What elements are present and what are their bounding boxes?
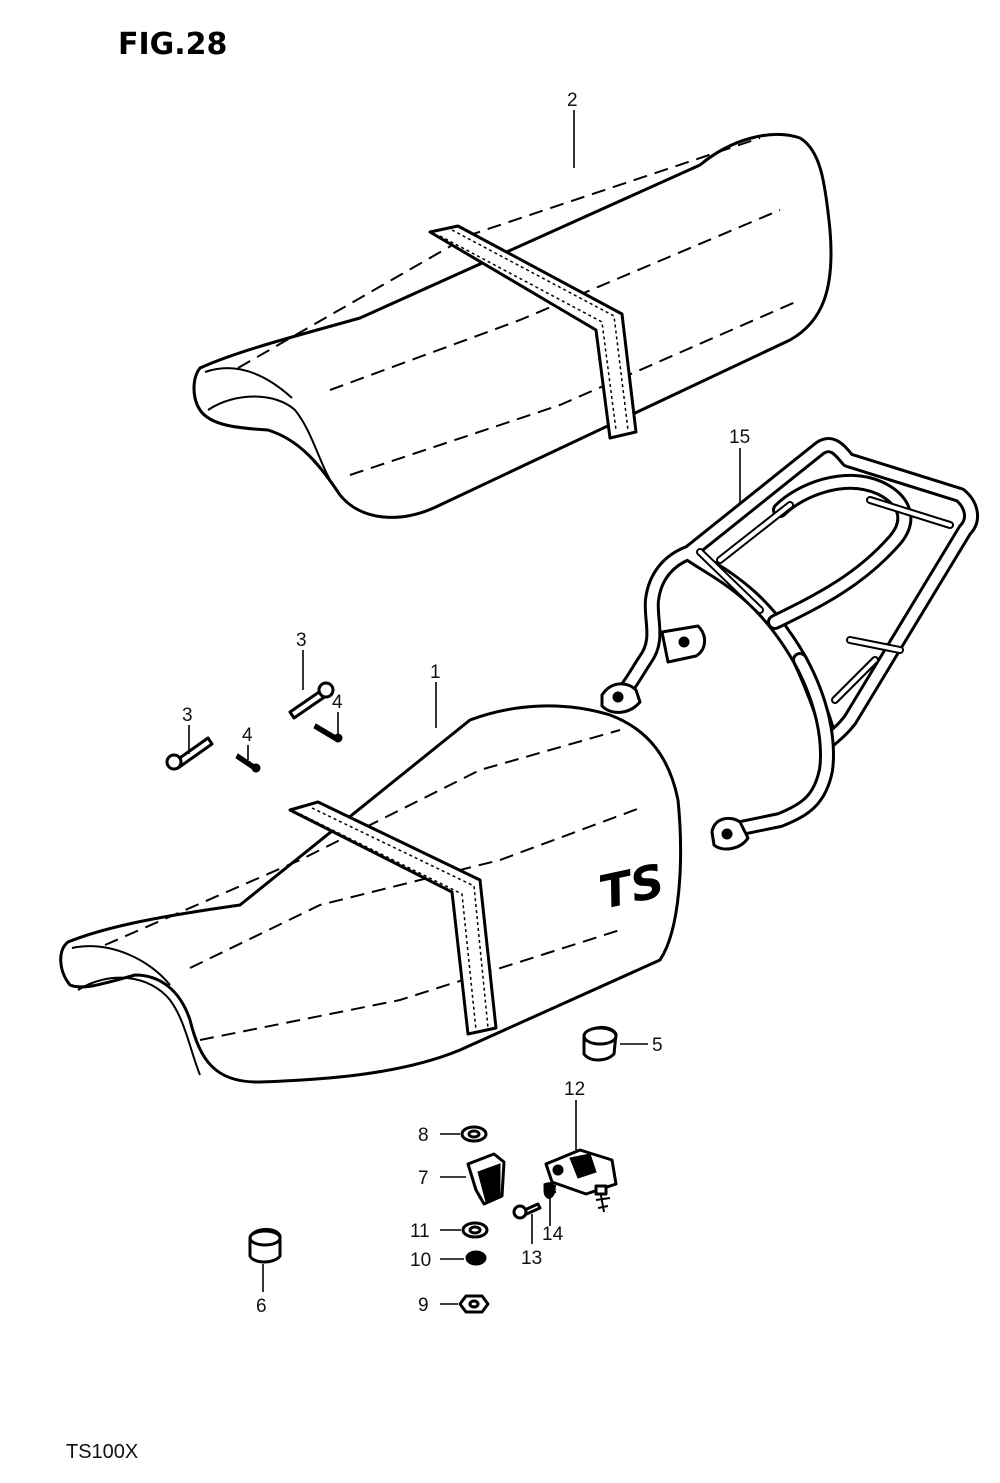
nut-part-9: [458, 1294, 490, 1314]
seat-logo: TS: [595, 853, 669, 919]
seat-upper-part-2: [192, 133, 833, 519]
spring-part-14: [543, 1182, 556, 1199]
callout-12: 12: [564, 1079, 585, 1100]
callout-4-upper: 4: [332, 692, 343, 713]
bolt-part-3-upper: [288, 681, 335, 720]
callout-10: 10: [410, 1250, 431, 1271]
bracket-part-7: [466, 1152, 506, 1206]
callout-15: 15: [729, 427, 750, 448]
bolt-part-3-lower: [165, 736, 214, 771]
model-code: TS100X: [66, 1441, 138, 1463]
seat-lock-part-12: [544, 1148, 618, 1213]
callout-3-lower: 3: [182, 705, 193, 726]
cushion-part-5: [582, 1026, 618, 1062]
pin-part-4-lower: [235, 753, 261, 773]
callout-14: 14: [542, 1224, 564, 1245]
washer-part-11: [461, 1221, 489, 1239]
callout-4-lower: 4: [242, 725, 253, 746]
carrier-rack-part-15: [600, 437, 979, 851]
figure-title: FIG.28: [118, 27, 227, 62]
nut-part-10: [465, 1250, 487, 1266]
pin-part-4-upper: [313, 723, 343, 743]
cushion-part-6: [248, 1228, 282, 1264]
screw-part-13: [512, 1202, 542, 1220]
washer-part-8: [460, 1125, 488, 1143]
callout-2: 2: [567, 90, 578, 111]
callout-11: 11: [410, 1221, 430, 1242]
callout-8: 8: [418, 1125, 429, 1146]
callout-13: 13: [521, 1248, 542, 1269]
callout-5: 5: [652, 1035, 663, 1056]
callout-3-upper: 3: [296, 630, 307, 651]
callout-1: 1: [430, 662, 441, 683]
seat-lower-part-1: TS: [59, 704, 683, 1084]
callout-7: 7: [418, 1168, 429, 1189]
callout-6: 6: [256, 1296, 267, 1317]
callout-9: 9: [418, 1295, 429, 1316]
